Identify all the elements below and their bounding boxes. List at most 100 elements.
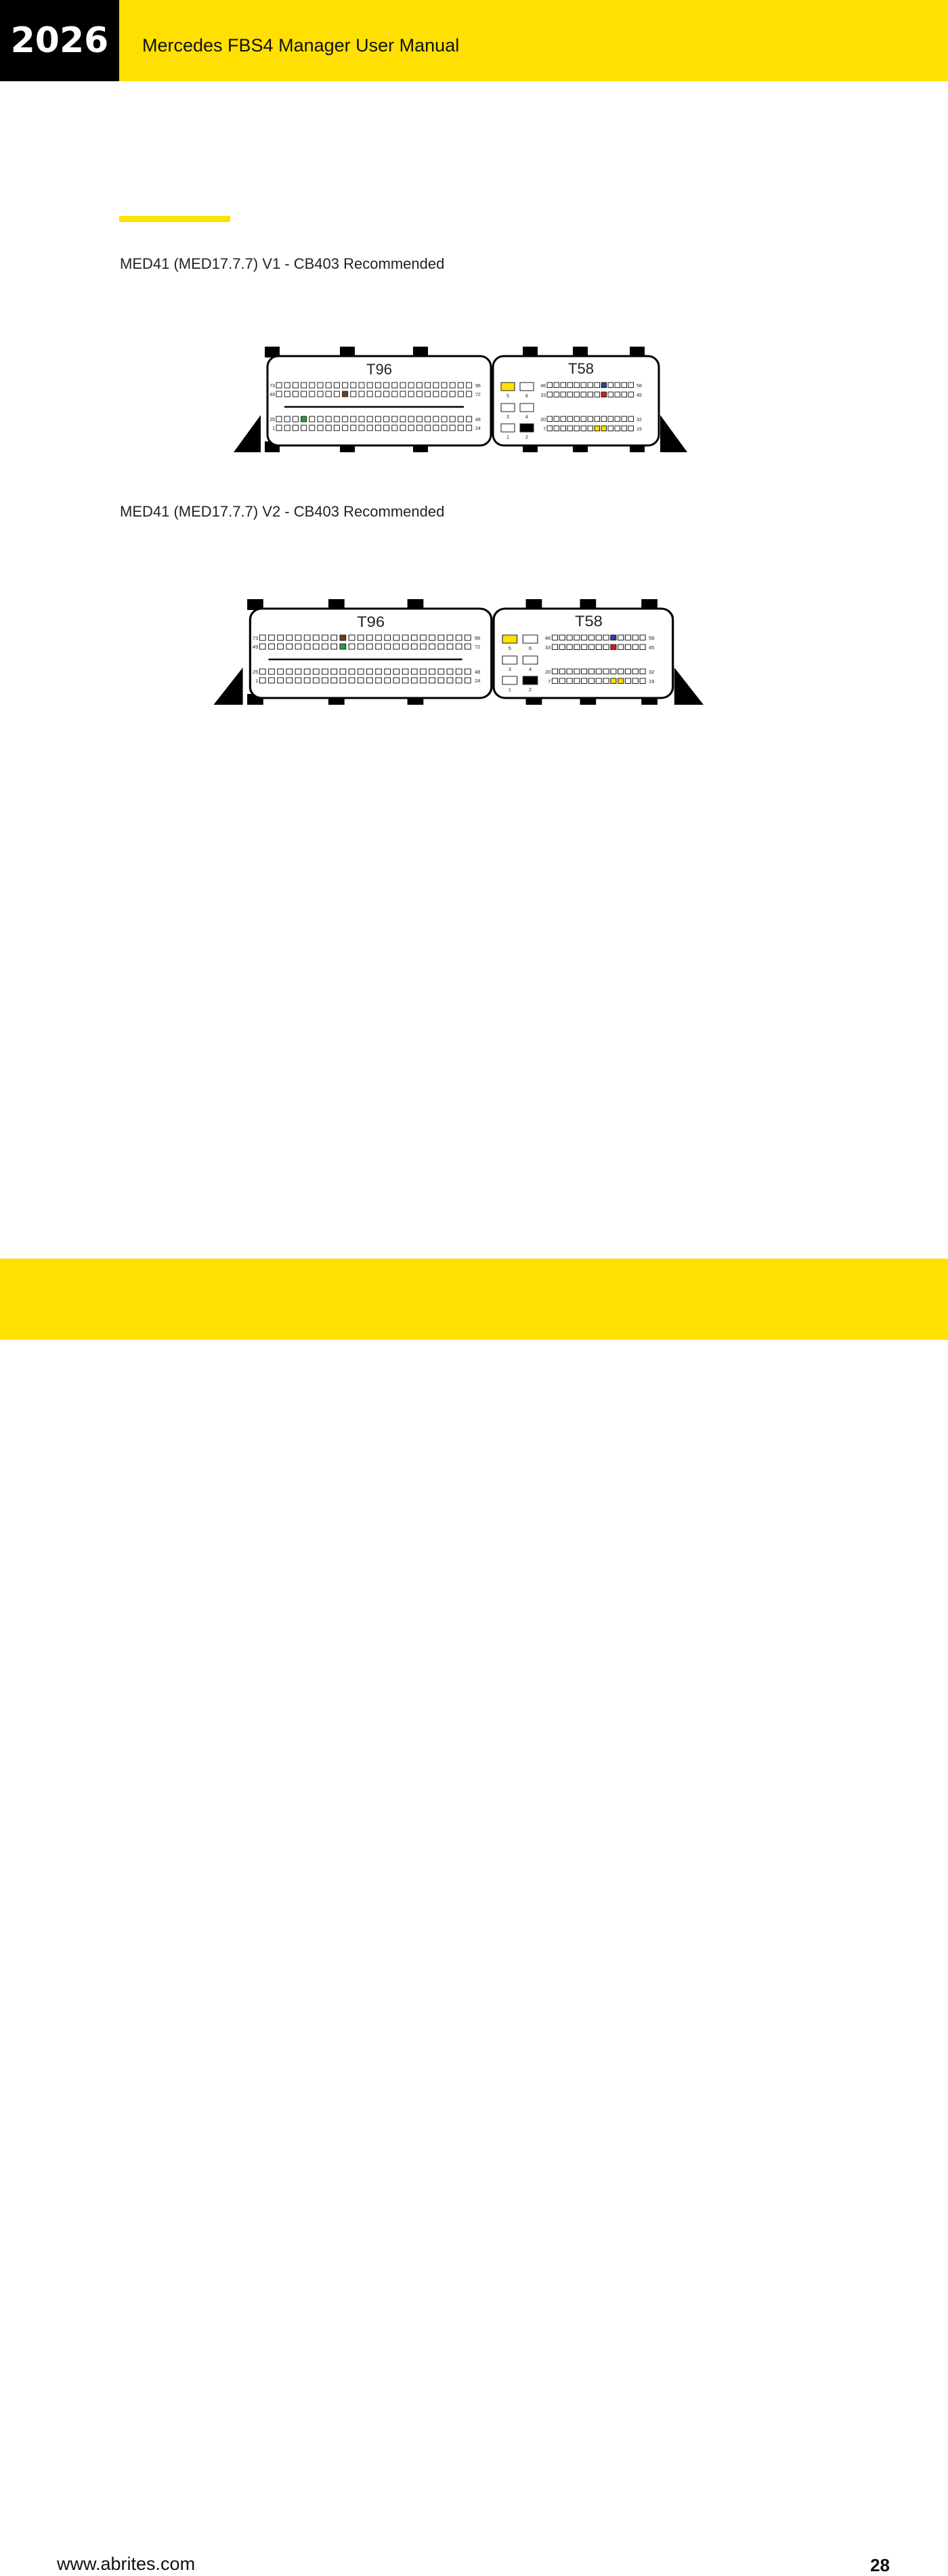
t58-pin bbox=[553, 382, 559, 388]
t58-pin bbox=[587, 391, 593, 397]
t58-pin bbox=[553, 416, 559, 422]
t58-label: T58 bbox=[568, 360, 594, 377]
t96-pin bbox=[420, 677, 427, 684]
t58-pin bbox=[632, 644, 639, 650]
right-wing bbox=[674, 668, 704, 705]
t58-pin bbox=[567, 391, 573, 397]
t96-pin bbox=[295, 677, 302, 684]
t96-pin bbox=[309, 391, 316, 397]
t96-pin bbox=[277, 634, 284, 641]
t58-pin bbox=[594, 425, 600, 431]
t96-pin bbox=[322, 643, 328, 650]
t96-pin bbox=[374, 416, 381, 422]
t58-pin bbox=[594, 416, 600, 422]
t96-pin bbox=[433, 416, 439, 422]
left-wing bbox=[234, 415, 261, 452]
t58-pin bbox=[595, 678, 602, 684]
t96-row-label: 1 bbox=[255, 678, 258, 684]
t96-pin bbox=[284, 424, 290, 431]
t96-pin bbox=[393, 643, 400, 650]
t96-pin bbox=[449, 382, 456, 389]
t96-pin bbox=[466, 382, 473, 389]
t58-pin bbox=[621, 391, 627, 397]
t58-pin bbox=[574, 668, 580, 674]
t96-pin bbox=[410, 668, 418, 675]
t96-pin bbox=[408, 391, 414, 397]
t96-pin bbox=[358, 382, 365, 389]
top-tab bbox=[413, 347, 428, 357]
t96-pin bbox=[301, 424, 307, 431]
t58-big-pin bbox=[500, 382, 515, 391]
t96-pin bbox=[429, 634, 435, 641]
t58-pin bbox=[588, 634, 595, 640]
t96-pin bbox=[325, 416, 332, 422]
t96-pin bbox=[457, 382, 464, 389]
t58-pin bbox=[566, 644, 573, 650]
t58-row-end-label: 32 bbox=[649, 669, 654, 675]
t96-pin bbox=[357, 643, 364, 650]
t58-row-end-label: 58 bbox=[649, 635, 654, 641]
t96-pin bbox=[366, 416, 373, 422]
t96-pin bbox=[383, 391, 390, 397]
t58-pin bbox=[551, 678, 559, 684]
t96-pin bbox=[312, 668, 320, 675]
t58-pin bbox=[588, 644, 595, 650]
t96-pin bbox=[437, 677, 445, 684]
t96-pin bbox=[333, 382, 340, 389]
t96-pin bbox=[348, 634, 356, 641]
t96-pin bbox=[433, 391, 439, 397]
t96-row-label: 25 bbox=[270, 418, 275, 422]
t58-pin bbox=[559, 668, 565, 674]
t96-pin bbox=[410, 643, 418, 650]
t58-big-pin bbox=[522, 655, 538, 665]
t96-pin bbox=[292, 416, 299, 422]
t96-pin bbox=[366, 391, 373, 397]
t58-pin bbox=[618, 644, 624, 650]
t58-row-label: 33 bbox=[545, 645, 551, 651]
t96-pin bbox=[348, 643, 356, 650]
t96-pin bbox=[416, 416, 423, 422]
page-number: 28 bbox=[870, 2555, 890, 2575]
t58-row-label: 20 bbox=[540, 418, 546, 422]
t96-pin bbox=[295, 643, 302, 650]
t58-pin bbox=[574, 678, 580, 684]
top-tab bbox=[265, 347, 280, 357]
t96-pin bbox=[383, 382, 390, 389]
t96-pin bbox=[441, 382, 448, 389]
t58-big-pin bbox=[519, 403, 534, 412]
t96-pin bbox=[325, 382, 332, 389]
t96-pin bbox=[441, 424, 448, 431]
t58-pin bbox=[560, 391, 566, 397]
t96-pin bbox=[303, 634, 311, 641]
t58-row-label: 46 bbox=[540, 384, 546, 389]
t96-pin bbox=[350, 391, 357, 397]
t96-pin bbox=[433, 382, 439, 389]
t58-pin bbox=[639, 644, 646, 650]
t96-pin bbox=[402, 677, 409, 684]
t96-label: T96 bbox=[366, 361, 392, 378]
t96-pin bbox=[466, 424, 473, 431]
t96-pin bbox=[457, 416, 464, 422]
t58-pin bbox=[614, 382, 620, 388]
t96-pin bbox=[416, 424, 423, 431]
t58-pin bbox=[574, 391, 580, 397]
t58-pin bbox=[621, 382, 627, 388]
t58-pin bbox=[639, 668, 646, 674]
t96-pin bbox=[437, 668, 445, 675]
t58-pin bbox=[614, 416, 620, 422]
t96-pin bbox=[366, 643, 373, 650]
t96-pin bbox=[309, 416, 316, 422]
t58-big-pin-label: 2 bbox=[525, 435, 528, 440]
t58-pin bbox=[621, 416, 627, 422]
t58-pin bbox=[566, 668, 573, 674]
t96-pin bbox=[457, 424, 464, 431]
t96-row-label: 25 bbox=[253, 669, 258, 675]
t58-pin bbox=[560, 425, 566, 431]
t96-pin bbox=[400, 424, 406, 431]
t96-pin bbox=[366, 668, 373, 675]
top-tab bbox=[247, 599, 263, 610]
t58-pin bbox=[607, 382, 613, 388]
t96-pin bbox=[393, 677, 400, 684]
t96-pin bbox=[276, 391, 282, 397]
website-link[interactable]: www.abrites.com bbox=[57, 2554, 196, 2574]
